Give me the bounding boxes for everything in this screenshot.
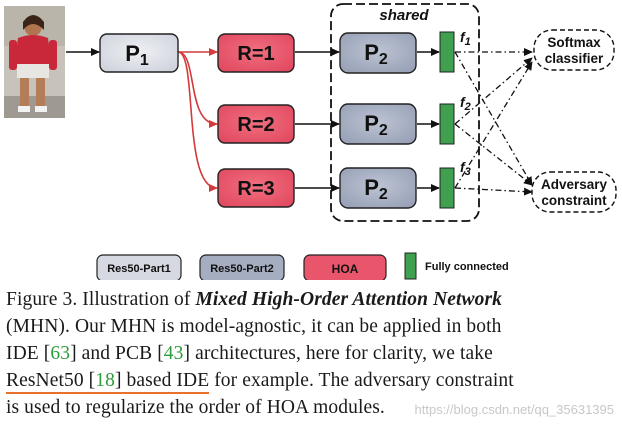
p1-sub: 1: [140, 52, 149, 69]
caption-text: Mixed High-Order Attention Network: [195, 289, 503, 310]
legend-label-res50-part1: Res50-Part1: [107, 263, 171, 275]
caption-text: 43: [163, 343, 184, 364]
caption-line: Figure 3. Illustration of Mixed High-Ord…: [6, 286, 618, 313]
softmax-line1: Softmax: [547, 35, 601, 50]
r1-label: R=1: [237, 43, 274, 65]
adversary-line1: Adversary: [541, 177, 608, 192]
p2a-label: P: [364, 40, 379, 65]
legend-swatch-hoa: [303, 254, 387, 280]
legend-swatch-res50-part2: [199, 254, 285, 280]
figure-caption: Figure 3. Illustration of Mixed High-Ord…: [6, 286, 618, 421]
shared-label: shared: [379, 7, 429, 24]
p2-box-2: P2: [339, 103, 417, 145]
legend: Res50-Part1 Res50-Part2 HOA Fully connec…: [96, 252, 509, 280]
f3-label: f: [460, 159, 466, 175]
p2a-sub: 2: [379, 51, 388, 68]
caption-line: (MHN). Our MHN is model-agnostic, it can…: [6, 313, 618, 340]
p2b-label: P: [364, 111, 379, 136]
softmax-classifier-box: Softmax classifier: [533, 29, 615, 71]
caption-text: IDE [: [6, 343, 51, 364]
svg-text:f3: f3: [460, 159, 471, 178]
caption-text: for example. The adversary constraint: [209, 370, 514, 391]
f2-sub: 2: [464, 101, 471, 113]
f1-label: f: [460, 29, 466, 45]
caption-line: ResNet50 [18] based IDE for example. The…: [6, 367, 618, 394]
p1-box: P1: [99, 33, 179, 73]
hoa-box-r1: R=1: [217, 33, 295, 73]
caption-text: ] based IDE: [114, 370, 210, 394]
caption-line: IDE [63] and PCB [43] architectures, her…: [6, 340, 618, 367]
caption-line: is used to regularize the order of HOA m…: [6, 394, 618, 421]
svg-text:P2: P2: [364, 111, 388, 139]
adversary-constraint-box: Adversary constraint: [531, 171, 617, 213]
adversary-line2: constraint: [541, 193, 607, 208]
r3-label: R=3: [237, 178, 274, 200]
person-image: [4, 6, 65, 118]
r2-label: R=2: [237, 114, 274, 136]
f3-sub: 3: [465, 166, 471, 178]
caption-text: ] and PCB [: [70, 343, 164, 364]
svg-text:f1: f1: [460, 29, 471, 48]
svg-text:P2: P2: [364, 40, 388, 68]
mhn-diagram: shared P1 R=1 R=2 R=3 P2 P2 P2 f1 f2 f3: [4, 3, 617, 280]
legend-swatch-res50-part1: [96, 254, 182, 280]
caption-text: Figure 3. Illustration of: [6, 289, 196, 310]
p1-label: P: [125, 41, 140, 66]
hoa-box-r2: R=2: [217, 104, 295, 144]
f2-label: f: [460, 94, 466, 110]
fc-bar-1: [439, 31, 455, 73]
caption-text: 18: [95, 370, 115, 394]
p1-to-hoa-arrows: [177, 48, 218, 192]
legend-label-hoa: HOA: [332, 262, 359, 276]
softmax-line2: classifier: [545, 51, 604, 66]
legend-swatch-fully-connected: [404, 252, 417, 280]
caption-text: is used to regularize the order of HOA m…: [6, 397, 385, 418]
output-connectors: [454, 48, 533, 196]
p2-box-1: P2: [339, 32, 417, 74]
watermark: https://blog.csdn.net/qq_35631395: [414, 402, 615, 417]
hoa-box-r3: R=3: [217, 168, 295, 208]
f1-sub: 1: [465, 36, 471, 48]
p2c-label: P: [364, 175, 379, 200]
svg-text:f2: f2: [460, 94, 471, 113]
caption-text: ] architectures, here for clarity, we ta…: [183, 343, 493, 364]
caption-text: 63: [50, 343, 71, 364]
fc-bar-3: [439, 167, 455, 209]
p2c-sub: 2: [379, 186, 388, 203]
svg-text:P2: P2: [364, 175, 388, 203]
legend-label-fully-connected: Fully connected: [425, 261, 509, 273]
caption-text: (MHN). Our MHN is model-agnostic, it can…: [6, 316, 502, 337]
caption-text: ResNet50 [: [6, 370, 96, 394]
shared-region: [330, 3, 480, 222]
p2-box-3: P2: [339, 167, 417, 209]
p2b-sub: 2: [379, 122, 388, 139]
legend-label-res50-part2: Res50-Part2: [210, 263, 274, 275]
fc-bar-2: [439, 103, 455, 145]
svg-text:P1: P1: [125, 41, 149, 69]
